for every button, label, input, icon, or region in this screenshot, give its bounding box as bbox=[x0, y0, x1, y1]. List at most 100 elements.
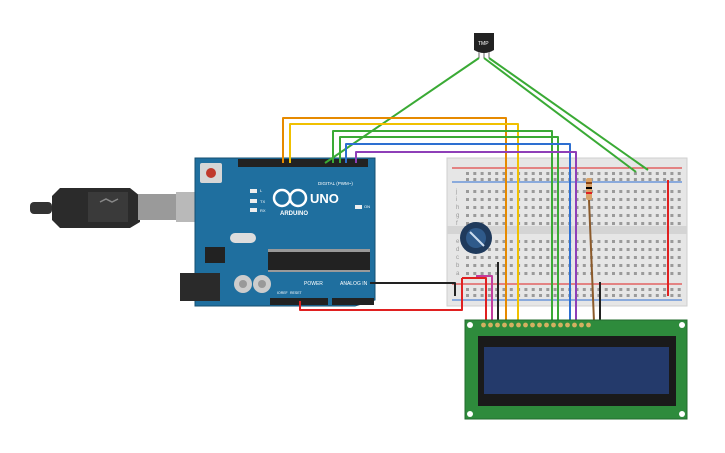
row-label: b bbox=[456, 263, 460, 269]
breadboard-hole bbox=[466, 206, 469, 209]
lcd-pin bbox=[544, 322, 549, 328]
breadboard-hole bbox=[633, 272, 637, 275]
breadboard-hole bbox=[648, 222, 652, 225]
breadboard-hole bbox=[487, 206, 491, 209]
lcd-pin bbox=[481, 322, 486, 328]
breadboard-hole bbox=[480, 198, 484, 201]
breadboard-hole bbox=[612, 178, 615, 181]
breadboard-hole bbox=[677, 214, 681, 217]
digital-pins-label: DIGITAL (PWM~) bbox=[318, 181, 353, 186]
breadboard-hole bbox=[619, 294, 623, 297]
breadboard-hole bbox=[670, 248, 674, 251]
breadboard-hole bbox=[626, 214, 630, 217]
breadboard-hole bbox=[553, 272, 557, 275]
breadboard-hole bbox=[546, 294, 550, 297]
breadboard-hole bbox=[524, 272, 528, 275]
breadboard-hole bbox=[677, 240, 681, 243]
row-label: c bbox=[456, 255, 459, 261]
breadboard-hole bbox=[619, 198, 623, 201]
wires bbox=[282, 57, 669, 323]
breadboard-hole bbox=[633, 256, 637, 259]
row-label: a bbox=[456, 271, 460, 277]
breadboard-hole bbox=[677, 172, 681, 175]
breadboard-hole bbox=[582, 256, 586, 259]
breadboard-hole bbox=[633, 198, 637, 201]
breadboard-hole bbox=[582, 190, 586, 193]
lcd-pin bbox=[572, 322, 577, 328]
breadboard-hole bbox=[539, 240, 542, 243]
potentiometer-icon[interactable] bbox=[460, 222, 492, 254]
breadboard-hole bbox=[531, 272, 535, 275]
breadboard-hole bbox=[604, 198, 608, 201]
breadboard-hole bbox=[604, 214, 608, 217]
reset-pin-label: RESET bbox=[290, 291, 303, 295]
breadboard-hole bbox=[648, 264, 652, 267]
breadboard-hole bbox=[509, 222, 513, 225]
breadboard-hole bbox=[604, 272, 608, 275]
breadboard-hole bbox=[473, 264, 477, 267]
breadboard-hole bbox=[663, 214, 667, 217]
breadboard-hole bbox=[553, 240, 557, 243]
breadboard-hole bbox=[553, 172, 557, 175]
breadboard-hole bbox=[466, 222, 469, 225]
breadboard-hole bbox=[582, 248, 586, 251]
breadboard-hole bbox=[509, 264, 513, 267]
breadboard-hole bbox=[612, 294, 615, 297]
atmega-chip-icon bbox=[268, 249, 370, 272]
breadboard-hole bbox=[495, 248, 499, 251]
breadboard-hole bbox=[546, 190, 550, 193]
breadboard-hole bbox=[663, 172, 667, 175]
breadboard-hole bbox=[612, 206, 615, 209]
breadboard-hole bbox=[604, 294, 608, 297]
wire-magenta bbox=[476, 275, 493, 322]
breadboard-hole bbox=[641, 222, 645, 225]
breadboard-hole bbox=[590, 206, 594, 209]
breadboard-hole bbox=[612, 214, 615, 217]
breadboard-hole bbox=[495, 198, 499, 201]
breadboard-hole bbox=[582, 288, 586, 291]
breadboard-hole bbox=[619, 214, 623, 217]
breadboard-hole bbox=[670, 214, 674, 217]
breadboard-hole bbox=[597, 264, 601, 267]
breadboard-hole bbox=[473, 294, 477, 297]
breadboard-hole bbox=[633, 294, 637, 297]
breadboard-hole bbox=[502, 178, 506, 181]
breadboard-hole bbox=[604, 264, 608, 267]
usb-cable bbox=[30, 188, 206, 228]
breadboard-hole bbox=[509, 256, 513, 259]
breadboard-hole bbox=[495, 190, 499, 193]
breadboard-hole bbox=[655, 198, 659, 201]
breadboard-hole bbox=[633, 264, 637, 267]
breadboard-hole bbox=[560, 248, 564, 251]
breadboard-hole bbox=[663, 240, 667, 243]
breadboard-hole bbox=[495, 256, 499, 259]
breadboard-hole bbox=[612, 256, 615, 259]
breadboard-hole bbox=[612, 172, 615, 175]
breadboard-hole bbox=[466, 288, 469, 291]
breadboard-hole bbox=[466, 198, 469, 201]
breadboard-hole bbox=[633, 248, 637, 251]
wire-orange bbox=[282, 117, 507, 322]
breadboard-hole bbox=[626, 190, 630, 193]
wire-yellow bbox=[289, 123, 519, 322]
breadboard-hole bbox=[531, 190, 535, 193]
breadboard-hole bbox=[473, 178, 477, 181]
breadboard-hole bbox=[502, 294, 506, 297]
breadboard-hole bbox=[641, 256, 645, 259]
breadboard-hole bbox=[553, 198, 557, 201]
breadboard-hole bbox=[480, 256, 484, 259]
breadboard-hole bbox=[480, 272, 484, 275]
breadboard-hole bbox=[560, 172, 564, 175]
breadboard-hole bbox=[655, 172, 659, 175]
breadboard-hole bbox=[531, 214, 535, 217]
breadboard-hole bbox=[677, 288, 681, 291]
breadboard-hole bbox=[670, 288, 674, 291]
breadboard-hole bbox=[612, 190, 615, 193]
breadboard-hole bbox=[560, 178, 564, 181]
breadboard-hole bbox=[539, 256, 542, 259]
lcd-screen bbox=[484, 347, 669, 394]
breadboard-hole bbox=[655, 190, 659, 193]
breadboard-hole bbox=[648, 214, 652, 217]
wire-green-2 bbox=[339, 136, 559, 322]
breadboard-hole bbox=[524, 178, 528, 181]
